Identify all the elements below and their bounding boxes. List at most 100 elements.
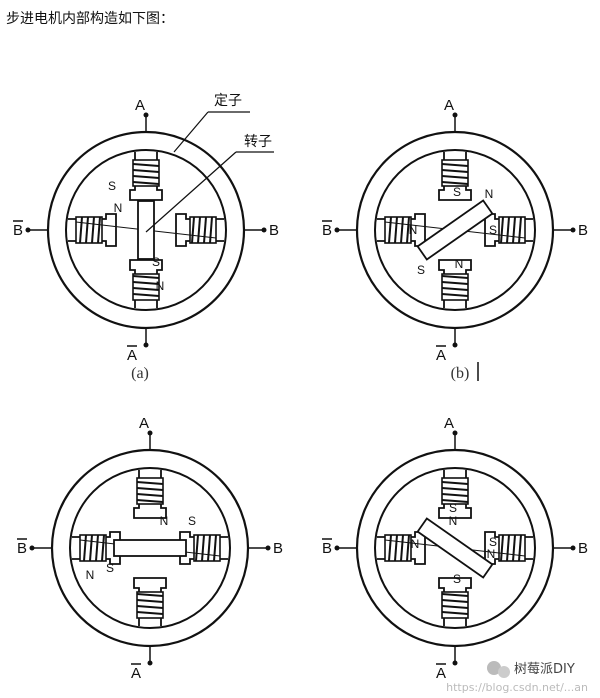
pole-right-coil-turn — [197, 216, 201, 244]
pole-right-coil-turn — [500, 534, 504, 562]
pole-left-coil-turn — [101, 534, 105, 562]
pole-left-coil-turn — [97, 216, 101, 244]
pole-bottom-coil-turn — [441, 287, 469, 291]
pole-right-coil — [498, 216, 526, 244]
pole-right-coil — [193, 534, 221, 562]
pole-left-coil-turn — [388, 216, 392, 244]
terminal-dot — [452, 660, 458, 666]
pole-right-coil-turn — [506, 534, 510, 562]
pole-bottom-coil — [441, 273, 469, 301]
pole-right — [175, 213, 224, 247]
terminal-dot — [25, 227, 31, 233]
pole-top-coil-turn — [441, 487, 469, 491]
pole-polarity-label: S — [417, 263, 425, 277]
rotor-bar — [416, 199, 494, 261]
terminal-dot — [452, 342, 458, 348]
label-b: B — [269, 222, 279, 239]
caption-a: (a) — [131, 365, 149, 382]
stator-leader — [173, 111, 209, 153]
pole-polarity-label: N — [449, 514, 458, 528]
pole-polarity-label: N — [485, 187, 494, 201]
pole-left-coil — [384, 216, 412, 244]
label-a: A — [139, 415, 149, 432]
pole-left-coil — [384, 534, 412, 562]
pole-right-coil-turn — [201, 534, 205, 562]
pole-left-coil-turn — [91, 216, 95, 244]
pole-top-coil-turn — [132, 169, 160, 173]
pole-left-coil — [75, 216, 103, 244]
pole-left-coil-turn — [95, 534, 99, 562]
pole-bottom-coil-turn — [136, 605, 164, 609]
pole-right-coil-turn — [209, 216, 213, 244]
pole-bottom-coil-turn — [132, 293, 160, 297]
pole-right-coil-turn — [512, 216, 516, 244]
terminal-dot — [334, 227, 340, 233]
pole-left-coil-turn — [400, 534, 404, 562]
label-a-bar: A — [436, 665, 446, 682]
pole-left — [68, 213, 117, 247]
rotor — [113, 539, 187, 557]
pole-top-coil — [136, 477, 164, 505]
pole-bottom-coil-turn — [132, 275, 160, 279]
label-b-bar: B — [17, 540, 27, 557]
pole-polarity-label: N — [409, 223, 418, 237]
rotor-bar — [137, 200, 155, 260]
terminal-dot — [570, 545, 576, 551]
label-b: B — [273, 540, 283, 557]
pole-right-coil-turn — [506, 216, 510, 244]
terminal-dot — [29, 545, 35, 551]
pole-bottom-coil — [136, 591, 164, 619]
label-b-bar: B — [13, 222, 23, 239]
pole-right-coil-turn — [518, 534, 522, 562]
label-a: A — [135, 97, 145, 114]
watermark-brand: 树莓派DIY — [514, 662, 575, 677]
stator-inner-ring — [374, 149, 536, 311]
pole-bottom-coil-turn — [441, 281, 469, 285]
pole-top-coil-turn — [441, 499, 469, 503]
pole-polarity-label: S — [106, 561, 114, 575]
label-b: B — [578, 222, 588, 239]
pole-bottom-coil-turn — [441, 611, 469, 615]
page-heading: 步进电机内部构造如下图： — [6, 11, 174, 27]
pole-right-coil-turn — [191, 216, 195, 244]
label-a: A — [444, 415, 454, 432]
label-rotor: 转子 — [244, 133, 272, 149]
terminal-dot — [147, 430, 153, 436]
rotor-bar — [113, 539, 187, 557]
rotor — [416, 517, 494, 579]
terminal-dot — [265, 545, 271, 551]
pole-left-coil-turn — [83, 534, 87, 562]
pole-top-coil-turn — [132, 163, 160, 167]
pole-bottom — [438, 577, 472, 626]
pole-top-coil-turn — [441, 181, 469, 185]
pole-right-coil-turn — [203, 216, 207, 244]
rotor-bar — [416, 517, 494, 579]
pole-right — [179, 531, 228, 565]
pole-top-coil — [441, 159, 469, 187]
pole-bottom-coil-turn — [441, 605, 469, 609]
watermark-url: https://blog.csdn.net/...an — [446, 681, 588, 694]
pole-top-coil-turn — [132, 181, 160, 185]
wechat-icon-bubble — [498, 666, 510, 678]
pole-bottom-coil-turn — [132, 281, 160, 285]
pole-polarity-label: N — [156, 279, 165, 293]
pole-polarity-label: S — [489, 535, 497, 549]
pole-polarity-label: S — [152, 255, 160, 269]
pole-bottom-coil-turn — [441, 293, 469, 297]
pole-left-coil-turn — [406, 534, 410, 562]
terminal-dot — [143, 112, 149, 118]
pole-bottom-coil — [132, 273, 160, 301]
label-stator: 定子 — [214, 92, 242, 108]
pole-top-coil-turn — [441, 163, 469, 167]
pole-top-coil — [132, 159, 160, 187]
pole-top — [129, 152, 163, 201]
stator-inner-ring — [374, 467, 536, 629]
pole-bottom-coil-turn — [441, 599, 469, 603]
stator-inner-ring — [69, 467, 231, 629]
pole-bottom-coil-turn — [136, 611, 164, 615]
rotor-leader — [145, 151, 237, 233]
